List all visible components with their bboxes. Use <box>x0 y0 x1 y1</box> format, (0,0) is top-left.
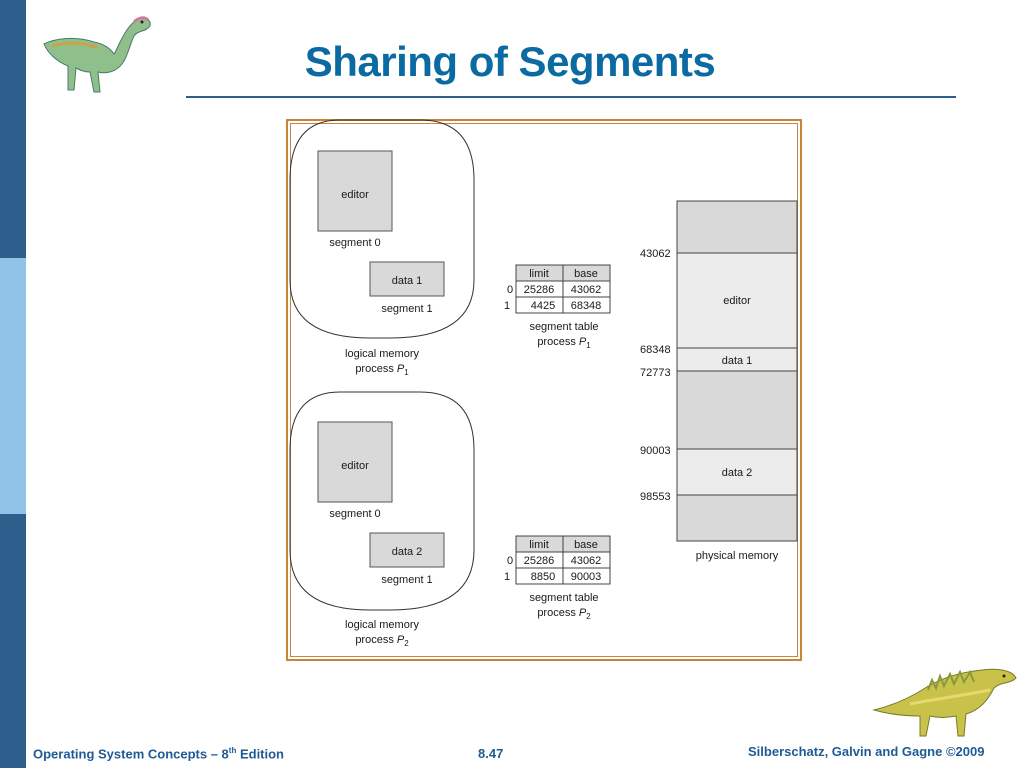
physmem-address-98553: 98553 <box>640 491 671 503</box>
footer-course-sup: th <box>228 746 237 755</box>
process2-data-segment <box>369 532 445 568</box>
table2-header-limit: limit <box>529 539 549 551</box>
segment-table-p2: limit base 0 25286 43062 1 8850 90003 <box>504 535 611 585</box>
table1-row0-base: 43062 <box>571 284 602 296</box>
process1-data-label: data 1 <box>392 275 423 287</box>
process2-outline <box>289 391 475 611</box>
table2-caption-sub: 2 <box>586 612 591 621</box>
segment-table-p1: limit base 0 25286 43062 1 4425 68348 <box>504 264 611 314</box>
process1-editor-segment <box>317 150 393 232</box>
table2-row1-limit: 8850 <box>531 571 555 583</box>
process2-caption-prefix: process <box>355 634 397 646</box>
dinosaur-logo-bottom-icon <box>872 668 1017 737</box>
dinosaur-logo-top-icon <box>43 16 151 93</box>
process2-data-label: data 2 <box>392 546 423 558</box>
process1-caption-line1: logical memory <box>345 348 419 360</box>
table1-caption-sub: 1 <box>586 341 591 350</box>
table2-row0-index: 0 <box>507 555 513 567</box>
table2-row0-limit: 25286 <box>524 555 555 567</box>
footer-page-number: 8.47 <box>478 746 504 761</box>
process1-data-segment <box>369 261 445 297</box>
table1-row0-index: 0 <box>507 284 513 296</box>
footer-course-prefix: Operating System Concepts – 8 <box>33 746 229 762</box>
process2-segment1-label: segment 1 <box>381 574 432 586</box>
physmem-free-middle <box>676 370 798 450</box>
table1-caption-line2: process P1 <box>537 336 591 350</box>
table2-row0-base: 43062 <box>571 555 602 567</box>
physmem-address-68348: 68348 <box>640 344 671 356</box>
physmem-address-43062: 43062 <box>640 248 671 260</box>
process2-logical-memory: editor segment 0 data 2 segment 1 <box>289 391 475 611</box>
process1-caption-line2: process P1 <box>355 363 409 377</box>
process1-logical-memory: editor segment 0 data 1 segment 1 <box>289 119 475 339</box>
process2-caption-var: P <box>397 634 405 646</box>
left-accent-bar-bottom <box>0 514 26 768</box>
process1-caption-var: P <box>397 363 405 375</box>
left-accent-bar-middle <box>0 258 26 514</box>
process2-editor-segment <box>317 421 393 503</box>
process2-editor-label: editor <box>341 460 369 472</box>
table1-header-limit: limit <box>529 268 549 280</box>
process1-editor-label: editor <box>341 189 369 201</box>
table1-row1-index: 1 <box>504 300 510 312</box>
footer-course-suffix: Edition <box>236 746 285 762</box>
physical-memory: editor data 1 data 2 43062 68348 72773 9… <box>640 200 798 562</box>
physmem-data2-region <box>676 448 798 496</box>
table1-row1-base: 68348 <box>571 300 602 312</box>
process2-caption-sub: 2 <box>404 639 409 648</box>
process2-caption-line2: process P2 <box>355 634 409 648</box>
physmem-free-top <box>676 200 798 254</box>
physmem-data2-label: data 2 <box>722 467 753 479</box>
left-accent-bar-top <box>0 0 26 258</box>
table2-caption-var: P <box>579 607 587 619</box>
table1-caption-prefix: process <box>537 336 579 348</box>
table2-caption-line2: process P2 <box>537 607 591 621</box>
process1-caption-sub: 1 <box>404 368 409 377</box>
physmem-address-90003: 90003 <box>640 445 671 457</box>
process2-caption-line1: logical memory <box>345 619 419 631</box>
process2-segment0-label: segment 0 <box>329 508 380 520</box>
table1-row0-limit: 25286 <box>524 284 555 296</box>
table2-caption-line1: segment table <box>529 592 598 604</box>
table2-row1-base: 90003 <box>571 571 602 583</box>
process1-segment1-label: segment 1 <box>381 303 432 315</box>
physmem-caption: physical memory <box>696 550 779 562</box>
physmem-editor-label: editor <box>723 295 751 307</box>
process1-caption-prefix: process <box>355 363 397 375</box>
physmem-free-bottom <box>676 494 798 542</box>
table2-row1-index: 1 <box>504 571 510 583</box>
table1-row1-limit: 4425 <box>531 300 555 312</box>
physmem-data1-label: data 1 <box>722 355 753 367</box>
table2-caption-prefix: process <box>537 607 579 619</box>
physmem-address-72773: 72773 <box>640 367 671 379</box>
footer-copyright: Silberschatz, Galvin and Gagne ©2009 <box>748 744 985 759</box>
slide-title: Sharing of Segments <box>304 38 716 85</box>
footer-course-title: Operating System Concepts – 8th Edition <box>33 746 284 761</box>
process1-outline <box>289 119 475 339</box>
table1-caption-var: P <box>579 336 587 348</box>
table1-caption-line1: segment table <box>529 321 598 333</box>
process1-segment0-label: segment 0 <box>329 237 380 249</box>
table1-header-base: base <box>574 268 598 280</box>
table2-header-base: base <box>574 539 598 551</box>
physmem-editor-region <box>676 252 798 349</box>
title-underline <box>186 96 956 98</box>
